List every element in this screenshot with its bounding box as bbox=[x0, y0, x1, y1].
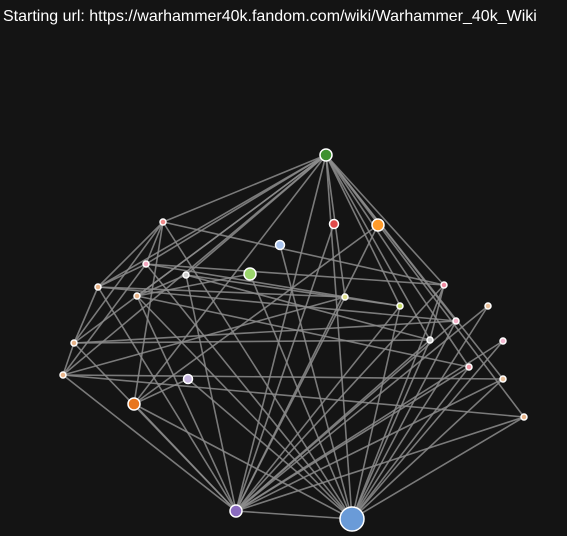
graph-edge bbox=[62, 154, 327, 376]
graph-edge bbox=[97, 221, 164, 288]
graph-edge bbox=[351, 416, 525, 520]
graph-edge bbox=[162, 154, 327, 223]
graph-node-n_tan_2[interactable] bbox=[133, 292, 141, 300]
graph-edge bbox=[235, 416, 525, 512]
graph-edge bbox=[73, 339, 431, 344]
starting-url-label: Starting url: https://warhammer40k.fando… bbox=[3, 8, 537, 25]
graph-edge bbox=[133, 154, 327, 405]
graph-edge bbox=[235, 154, 327, 512]
graph-edge bbox=[97, 154, 327, 288]
graph-edge bbox=[235, 378, 504, 512]
graph-edge bbox=[235, 296, 346, 512]
graph-node-n_pink_2[interactable] bbox=[142, 260, 150, 268]
graph-edge bbox=[62, 374, 504, 380]
graph-node-n_tan_1[interactable] bbox=[94, 283, 102, 291]
graph-edge bbox=[62, 374, 525, 418]
graph-edge bbox=[145, 263, 445, 286]
graph-edge bbox=[235, 339, 431, 512]
graph-edge bbox=[73, 320, 457, 344]
graph-node-n_green[interactable] bbox=[243, 267, 257, 281]
graph-node-root[interactable] bbox=[339, 506, 365, 532]
graph-edge bbox=[133, 378, 189, 405]
graph-edge bbox=[73, 286, 99, 344]
graph-edge bbox=[325, 154, 401, 307]
graph-node-n_lavender[interactable] bbox=[182, 373, 194, 385]
graph-edge bbox=[187, 378, 353, 520]
graph-edge bbox=[235, 305, 401, 512]
graph-edge bbox=[429, 284, 445, 341]
graph-node-n_olive_2[interactable] bbox=[396, 302, 404, 310]
graph-edge bbox=[235, 340, 504, 512]
graph-edge bbox=[73, 154, 327, 344]
graph-edge bbox=[62, 342, 75, 376]
graph-node-n_tan_6[interactable] bbox=[499, 375, 507, 383]
graph-edge bbox=[325, 154, 504, 380]
graph-node-n_grey_1[interactable] bbox=[182, 271, 190, 279]
graph-edge bbox=[351, 320, 457, 520]
graph-edge bbox=[235, 510, 353, 520]
graph-edge bbox=[325, 154, 431, 341]
graph-edge bbox=[97, 286, 237, 512]
graph-node-n_pink_1[interactable] bbox=[159, 218, 167, 226]
graph-edge bbox=[325, 154, 470, 368]
graph-node-hub[interactable] bbox=[229, 504, 243, 518]
graph-edge bbox=[145, 221, 164, 265]
graph-node-n_pink_5[interactable] bbox=[465, 363, 473, 371]
graph-edge bbox=[351, 284, 445, 520]
graph-edge bbox=[235, 284, 445, 512]
graph-edge bbox=[235, 305, 489, 512]
graph-edge bbox=[97, 286, 346, 298]
graph-edge bbox=[136, 295, 237, 512]
graph-edge bbox=[97, 263, 147, 288]
graph-edge bbox=[351, 340, 504, 520]
graph-edge bbox=[62, 296, 346, 376]
graph-edge bbox=[133, 403, 237, 512]
graph-edge bbox=[133, 403, 353, 520]
graph-edge bbox=[351, 305, 489, 520]
graph-edge bbox=[133, 224, 379, 405]
graph-edges bbox=[62, 154, 525, 520]
graph-node-n_orange_left[interactable] bbox=[127, 397, 141, 411]
graph-edge bbox=[325, 154, 353, 520]
graph-edge bbox=[62, 374, 237, 512]
graph-node-n_olive_1[interactable] bbox=[341, 293, 349, 301]
graph-nodes bbox=[59, 148, 528, 532]
graph-edge bbox=[73, 221, 164, 344]
graph-node-n_pink_4[interactable] bbox=[452, 317, 460, 325]
graph-node-n_orange_big[interactable] bbox=[371, 218, 385, 232]
graph-edge bbox=[136, 295, 353, 520]
graph-node-n_grey_2[interactable] bbox=[426, 336, 434, 344]
graph-node-n_tan_7[interactable] bbox=[520, 413, 528, 421]
graph-node-n_red[interactable] bbox=[328, 218, 340, 230]
graph-edge bbox=[62, 263, 147, 376]
graph-edge bbox=[136, 274, 187, 297]
graph-edge bbox=[325, 154, 525, 418]
graph-node-top[interactable] bbox=[319, 148, 333, 162]
graph-edge bbox=[145, 263, 401, 307]
graph-edge bbox=[162, 221, 445, 286]
graph-edge bbox=[97, 286, 457, 322]
graph-node-n_pink_6[interactable] bbox=[499, 337, 507, 345]
graph-node-n_pink_3[interactable] bbox=[440, 281, 448, 289]
graph-node-n_tan_5[interactable] bbox=[484, 302, 492, 310]
graph-node-n_tan_4[interactable] bbox=[59, 371, 67, 379]
graph-edge bbox=[133, 221, 164, 405]
graph-node-n_blue[interactable] bbox=[274, 239, 286, 251]
graph-edge bbox=[351, 366, 470, 520]
graph-edge bbox=[325, 154, 445, 286]
graph-edge bbox=[235, 223, 335, 512]
graph-node-n_tan_3[interactable] bbox=[70, 339, 78, 347]
graph-edge bbox=[185, 274, 237, 512]
graph-edge bbox=[351, 339, 431, 520]
